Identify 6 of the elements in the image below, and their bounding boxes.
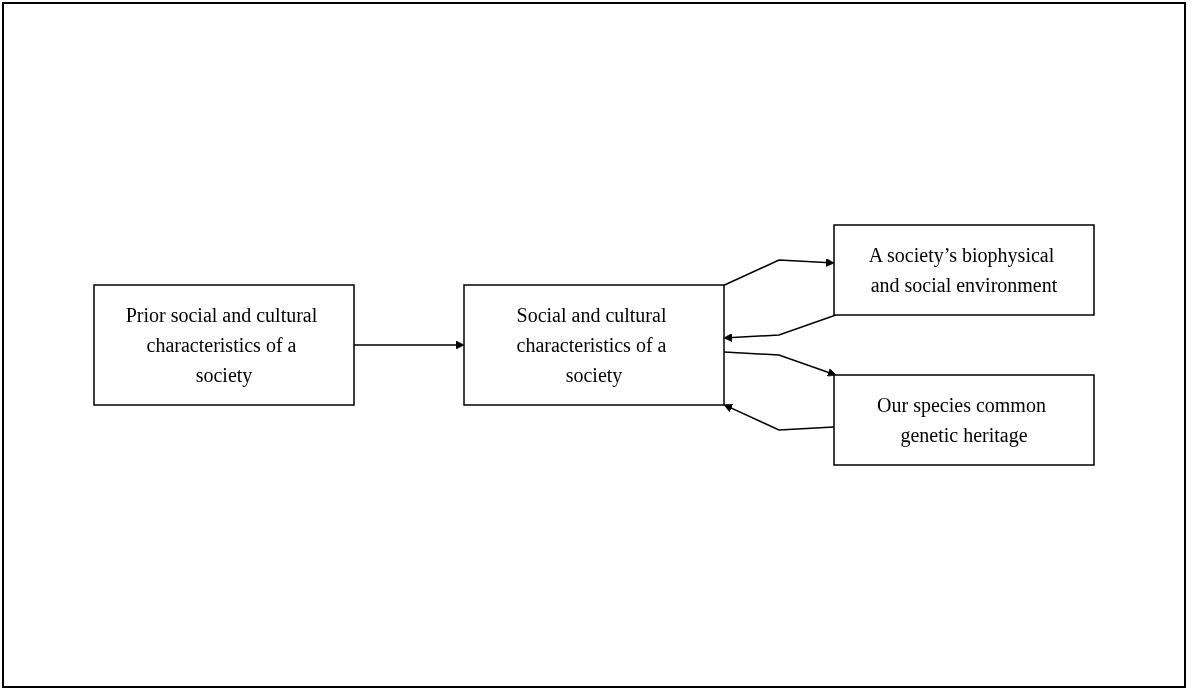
node-box xyxy=(833,224,1095,316)
node-box xyxy=(833,374,1095,466)
arrow xyxy=(723,258,835,286)
node-box xyxy=(93,284,355,406)
arrow xyxy=(723,404,835,431)
node-box xyxy=(463,284,725,406)
